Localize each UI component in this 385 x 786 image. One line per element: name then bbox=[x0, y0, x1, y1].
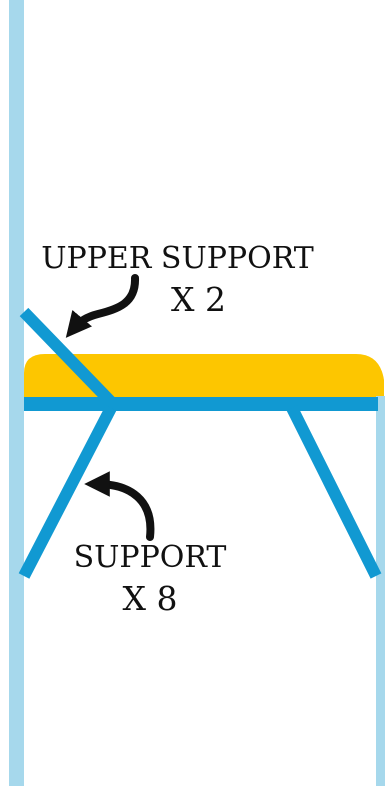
seat-cushion bbox=[24, 354, 384, 401]
seat-rail bbox=[24, 397, 378, 411]
upper-support-brace bbox=[19, 307, 117, 408]
upper-support-arrow bbox=[65, 274, 139, 338]
support-arrow bbox=[84, 471, 155, 541]
right-post bbox=[376, 396, 385, 786]
left-post bbox=[9, 0, 24, 786]
upper-support-count: X 2 bbox=[171, 280, 226, 319]
support-label: SUPPORT bbox=[73, 540, 227, 575]
upper-support-label: UPPER SUPPORT bbox=[41, 241, 314, 276]
support-count: X 8 bbox=[122, 579, 178, 618]
support-brace-right bbox=[286, 405, 382, 579]
support-brace-left bbox=[18, 405, 117, 579]
